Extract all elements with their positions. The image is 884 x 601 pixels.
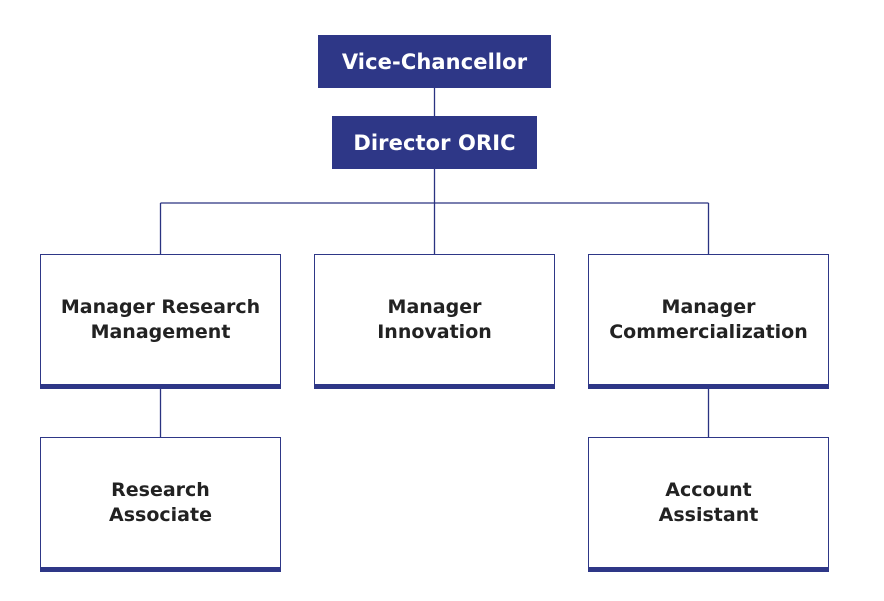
account-assistant-label: Account Assistant: [658, 478, 759, 526]
manager-research-management-label: Manager Research Management: [60, 295, 261, 343]
vice-chancellor-box: Vice-Chancellor: [318, 35, 551, 88]
manager-innovation-label: Manager Innovation: [377, 295, 492, 343]
research-associate-box: Research Associate: [40, 437, 281, 572]
vice-chancellor-label: Vice-Chancellor: [341, 49, 528, 74]
account-assistant-box: Account Assistant: [588, 437, 829, 572]
manager-innovation-box: Manager Innovation: [314, 254, 555, 389]
manager-commercialization-box: Manager Commercialization: [588, 254, 829, 389]
manager-research-management-box: Manager Research Management: [40, 254, 281, 389]
research-associate-label: Research Associate: [109, 478, 212, 526]
director-oric-label: Director ORIC: [353, 130, 516, 155]
manager-commercialization-label: Manager Commercialization: [609, 295, 808, 343]
director-oric-box: Director ORIC: [332, 116, 537, 169]
